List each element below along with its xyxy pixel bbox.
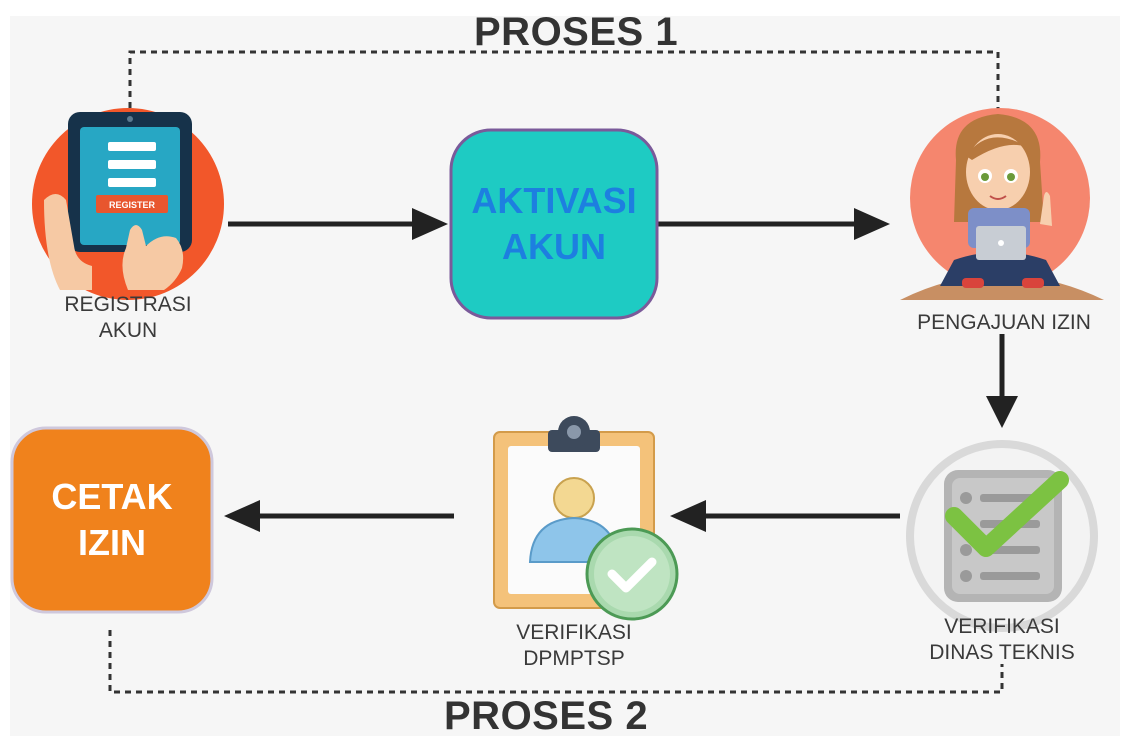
arrow-pengajuan-to-verifikasi-dinas (986, 334, 1018, 428)
cetak-label: CETAK IZIN (51, 476, 173, 563)
arrow-registrasi-to-aktivasi (228, 208, 448, 240)
pengajuan-label: PENGAJUAN IZIN (917, 311, 1091, 334)
woman-with-laptop-icon (900, 108, 1104, 300)
aktivasi-label: AKTIVASI AKUN (471, 180, 637, 267)
cetak-box (10, 426, 214, 614)
clipboard-user-check-icon (493, 416, 679, 621)
verifikasi-dpmptsp-label: VERIFIKASI DPMPTSP (516, 621, 632, 670)
aktivasi-box (449, 128, 659, 320)
register-badge-text: REGISTER (109, 200, 156, 210)
process-2-title: PROSES 2 (444, 694, 649, 738)
arrow-dpmptsp-to-cetak (224, 500, 454, 532)
arrow-aktivasi-to-pengajuan (658, 208, 890, 240)
process-1-dashed-line (128, 50, 1000, 112)
registrasi-label: REGISTRASI AKUN (64, 293, 192, 342)
verifikasi-dinas-label: VERIFIKASI DINAS TEKNIS (929, 615, 1075, 664)
process-1-title: PROSES 1 (474, 10, 679, 54)
tablet-register-icon: REGISTER (32, 108, 224, 300)
process-2-dashed-line (108, 630, 1004, 694)
arrow-verifikasi-dinas-to-dpmptsp (670, 500, 900, 532)
checklist-icon (906, 440, 1098, 632)
